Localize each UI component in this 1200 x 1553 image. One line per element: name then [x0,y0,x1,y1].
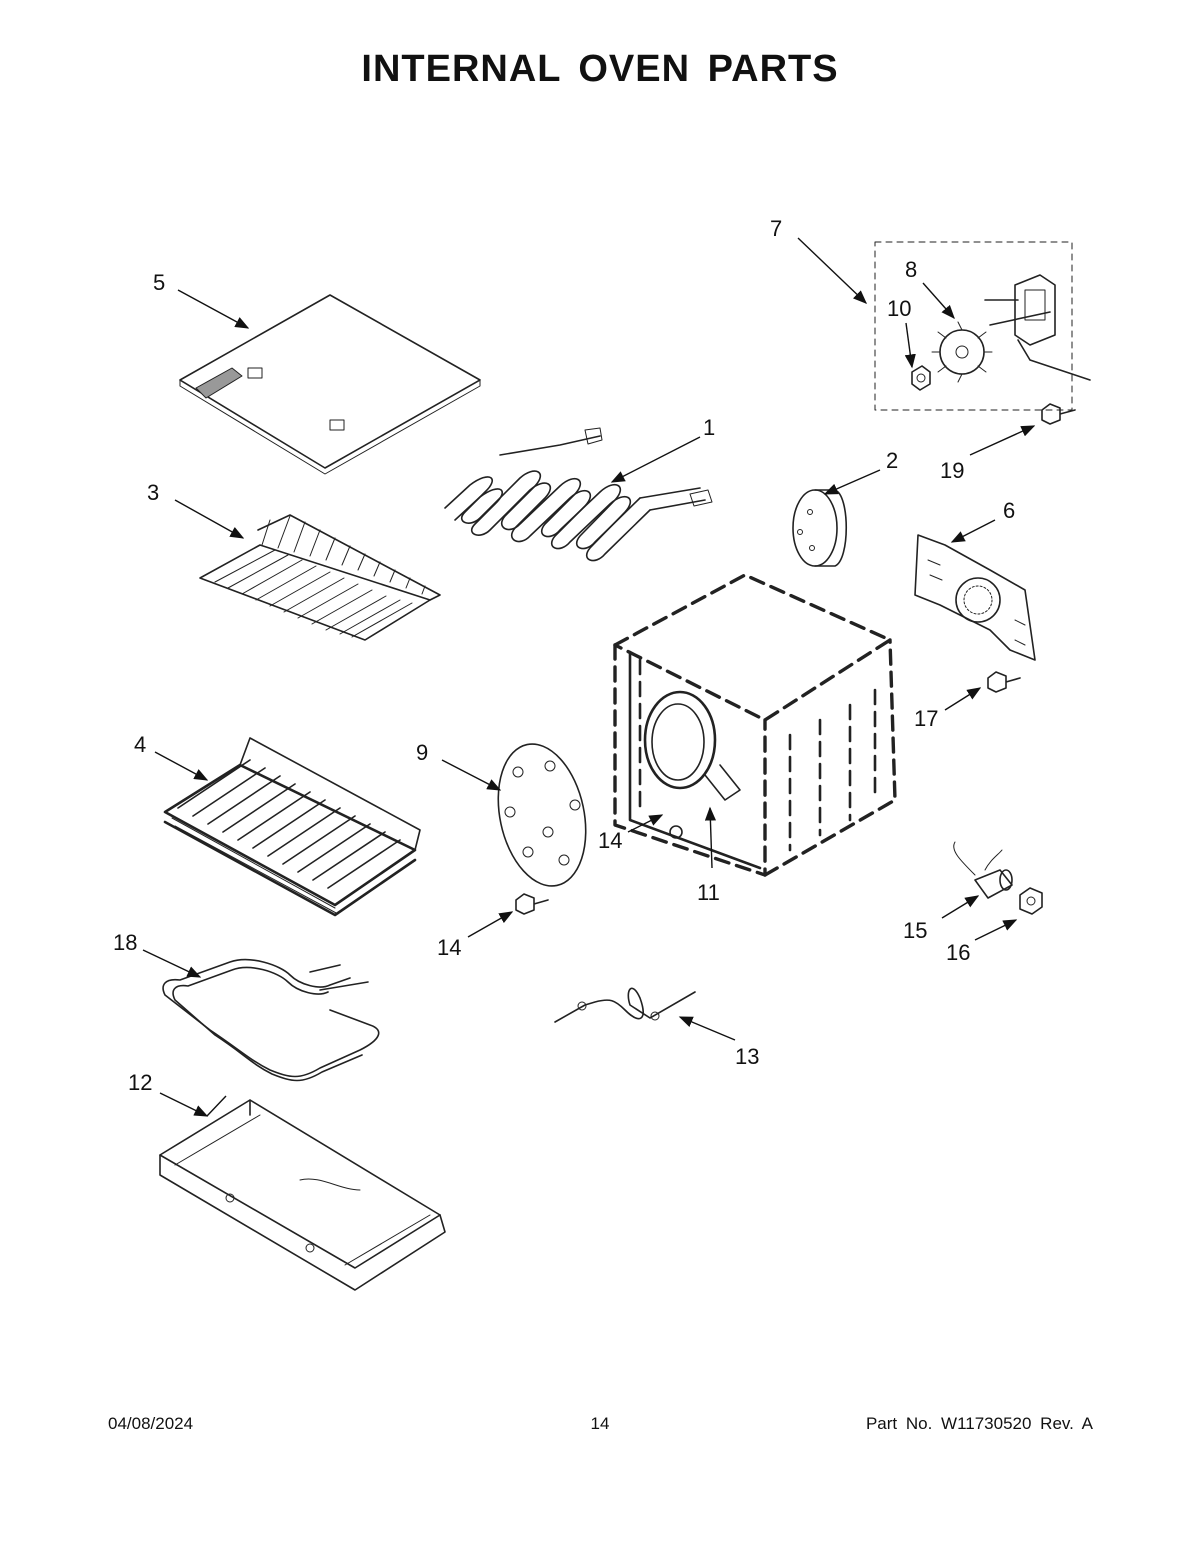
callout-10: 10 [887,296,911,321]
part-3-oven-rack [199,514,441,641]
part-18-broil-element [162,958,380,1082]
callout-4: 4 [134,732,146,757]
callout-labels: 1 2 3 4 5 6 7 8 9 10 11 12 13 14 14 15 1… [113,216,1015,1095]
callout-3: 3 [147,480,159,505]
fan-motor [984,274,1091,381]
callout-7: 7 [770,216,782,241]
footer-date: 04/08/2024 [108,1414,194,1433]
callout-2: 2 [886,448,898,473]
part-15-sensor [953,841,1013,899]
callout-17: 17 [914,706,938,731]
callout-14-b: 14 [437,935,461,960]
part-11-oven-cavity [613,573,897,877]
callout-11: 11 [697,880,720,905]
callout-9: 9 [416,740,428,765]
part-5-top-panel [179,294,481,475]
part-14-screw-lower [515,893,549,915]
callout-13: 13 [735,1044,759,1069]
callout-1: 1 [703,415,715,440]
callout-16: 16 [946,940,970,965]
part-8-fan-blade [931,321,993,383]
part-2-disc [792,489,848,567]
callout-19: 19 [940,458,964,483]
part-19-screw [1041,403,1076,425]
part-4-roller-rack [163,737,421,917]
part-6-convection-shroud [914,534,1036,661]
part-13-probe [554,987,696,1023]
part-1-heating-element [444,427,713,562]
page-title: INTERNAL OVEN PARTS [361,48,839,90]
part-9-back-plate [497,743,587,887]
part-17-screw [987,671,1021,693]
callout-12: 12 [128,1070,152,1095]
part-10-nut [911,365,931,391]
callout-18: 18 [113,930,137,955]
part-16-nut [1019,887,1043,915]
callout-5: 5 [153,270,165,295]
part-12-drawer-pan [159,1099,446,1291]
callout-15: 15 [903,918,927,943]
leader-arrows [142,237,1036,1117]
footer-part-number: Part No. W11730520 Rev. A [865,1414,1093,1433]
callout-14-a: 14 [598,828,622,853]
callout-6: 6 [1003,498,1015,523]
footer-page-number: 14 [590,1414,610,1433]
callout-8: 8 [905,257,917,282]
